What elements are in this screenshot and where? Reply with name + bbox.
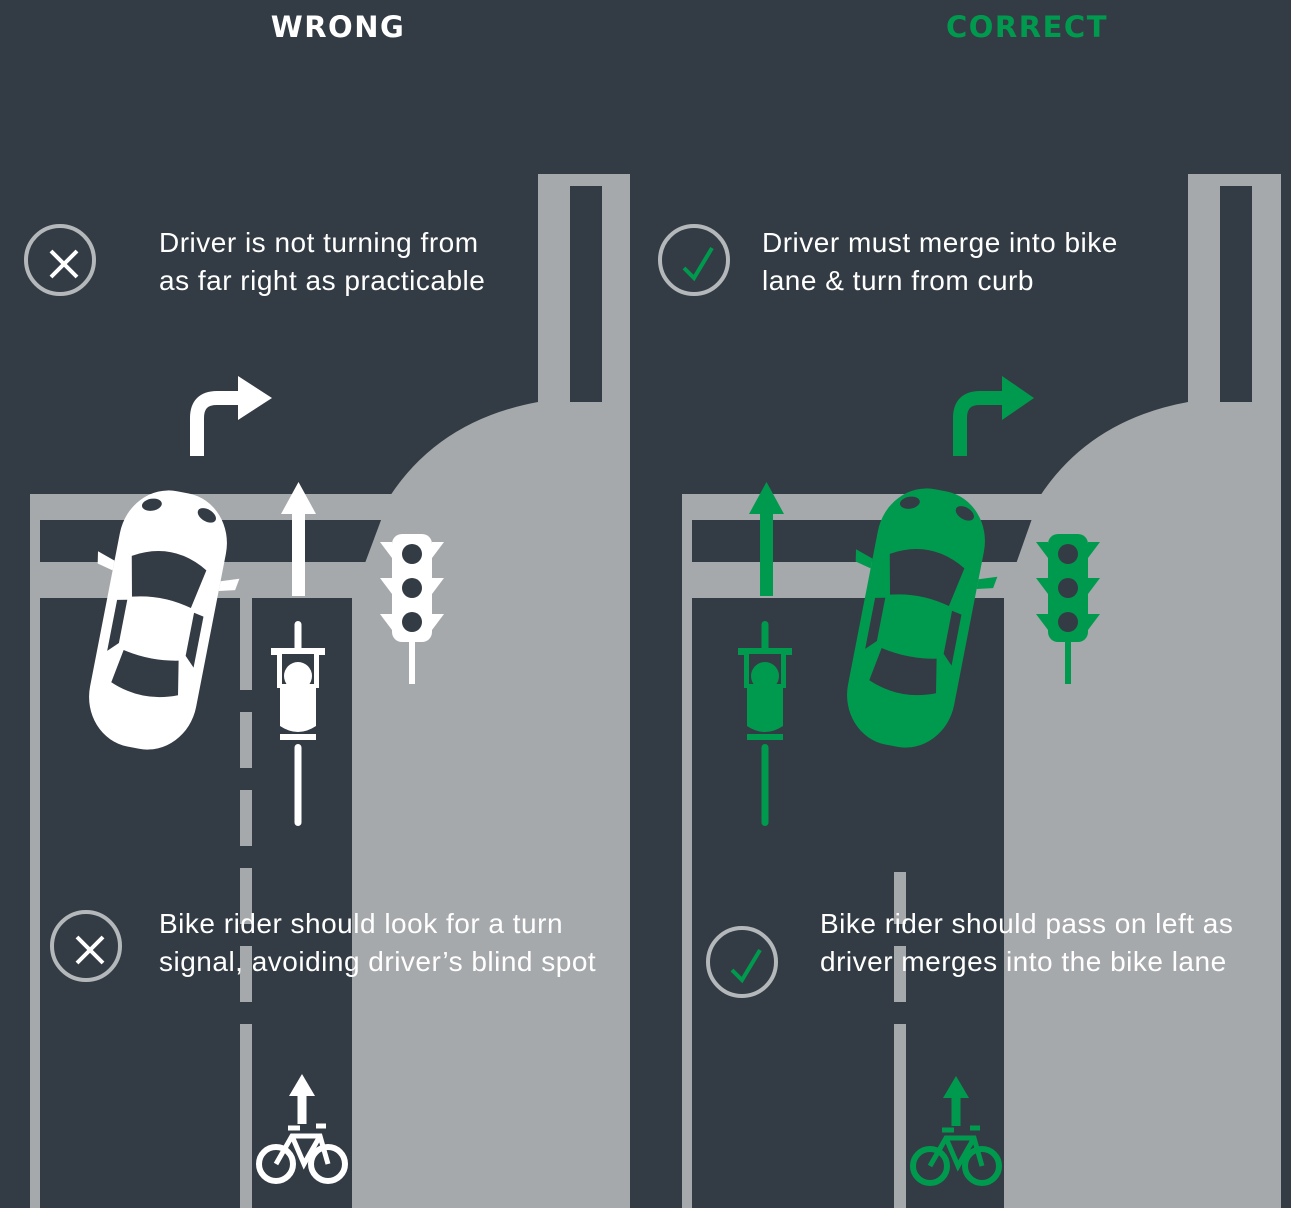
road-lane-gap xyxy=(570,186,602,402)
turn-right-arrow-icon xyxy=(960,376,1034,456)
wrong-heading: WRONG xyxy=(138,10,538,44)
bicycle-rider-icon xyxy=(271,621,325,826)
check-mark-icon xyxy=(706,926,778,998)
turn-right-arrow-icon xyxy=(197,376,272,456)
x-mark-icon xyxy=(50,910,122,982)
road-lane-gap xyxy=(1220,186,1252,402)
correct-rider-note: Bike rider should pass on left as driver… xyxy=(820,905,1233,981)
car-icon xyxy=(63,479,254,762)
bike-lane-symbol-icon xyxy=(259,1074,345,1181)
x-mark-icon xyxy=(24,224,96,296)
wrong-driver-note: Driver is not turning from as far right … xyxy=(159,224,485,300)
correct-panel-scene xyxy=(682,174,1281,1208)
bicycle-rider-icon xyxy=(738,621,792,826)
correct-driver-note: Driver must merge into bike lane & turn … xyxy=(762,224,1118,300)
bike-lane-symbol-icon xyxy=(913,1076,999,1183)
correct-heading: CORRECT xyxy=(827,10,1227,44)
check-mark-icon xyxy=(658,224,730,296)
wrong-panel-scene xyxy=(30,174,630,1208)
wrong-rider-note: Bike rider should look for a turn signal… xyxy=(159,905,596,981)
